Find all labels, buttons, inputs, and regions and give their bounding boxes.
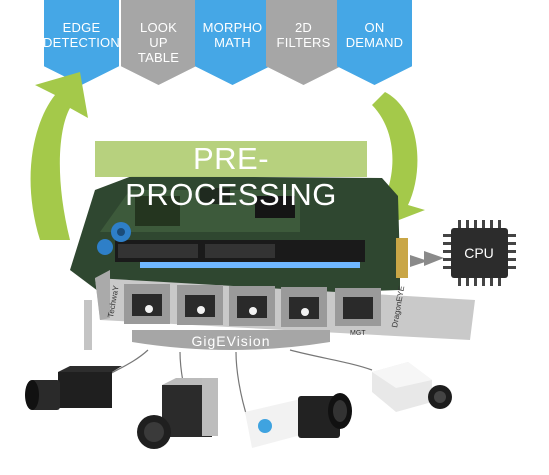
- pre-processing-banner: PRE-PROCESSING: [95, 141, 367, 212]
- tile-edge-detection: EDGE DETECTION: [44, 0, 119, 85]
- double-chevron-icon: [410, 251, 444, 267]
- tile-morpho-math: MORPHO MATH: [195, 0, 270, 85]
- tile-look-up-table: LOOK UP TABLE: [121, 0, 196, 85]
- curved-arrow-left-icon: [30, 72, 88, 240]
- camera-icon: [137, 378, 218, 449]
- frame-grabber-card: TechwaY DragonEYE MGT: [70, 176, 475, 350]
- tile-label: 2D FILTERS: [276, 20, 331, 50]
- tile-label: ON DEMAND: [345, 20, 404, 50]
- tile-2d-filters: 2D FILTERS: [266, 0, 341, 85]
- banner-text: PRE-PROCESSING: [125, 141, 337, 212]
- cable: [235, 351, 249, 421]
- camera-icon: [245, 393, 352, 448]
- camera-icon: [25, 366, 122, 410]
- cable: [107, 349, 149, 376]
- cable: [289, 349, 373, 371]
- tile-label: LOOK UP TABLE: [137, 20, 180, 65]
- gigevision-text: GigEVision: [191, 333, 271, 349]
- tile-on-demand: ON DEMAND: [337, 0, 412, 85]
- cpu-label: CPU: [464, 245, 494, 261]
- camera-icon: [372, 362, 452, 412]
- gigevision-label: GigEVision: [132, 332, 330, 350]
- port-label: MGT: [350, 330, 366, 337]
- tile-label: EDGE DETECTION: [43, 20, 120, 50]
- gigevision-band: [132, 330, 330, 350]
- tile-label: MORPHO MATH: [202, 20, 263, 50]
- cpu-chip-icon: CPU: [443, 220, 516, 286]
